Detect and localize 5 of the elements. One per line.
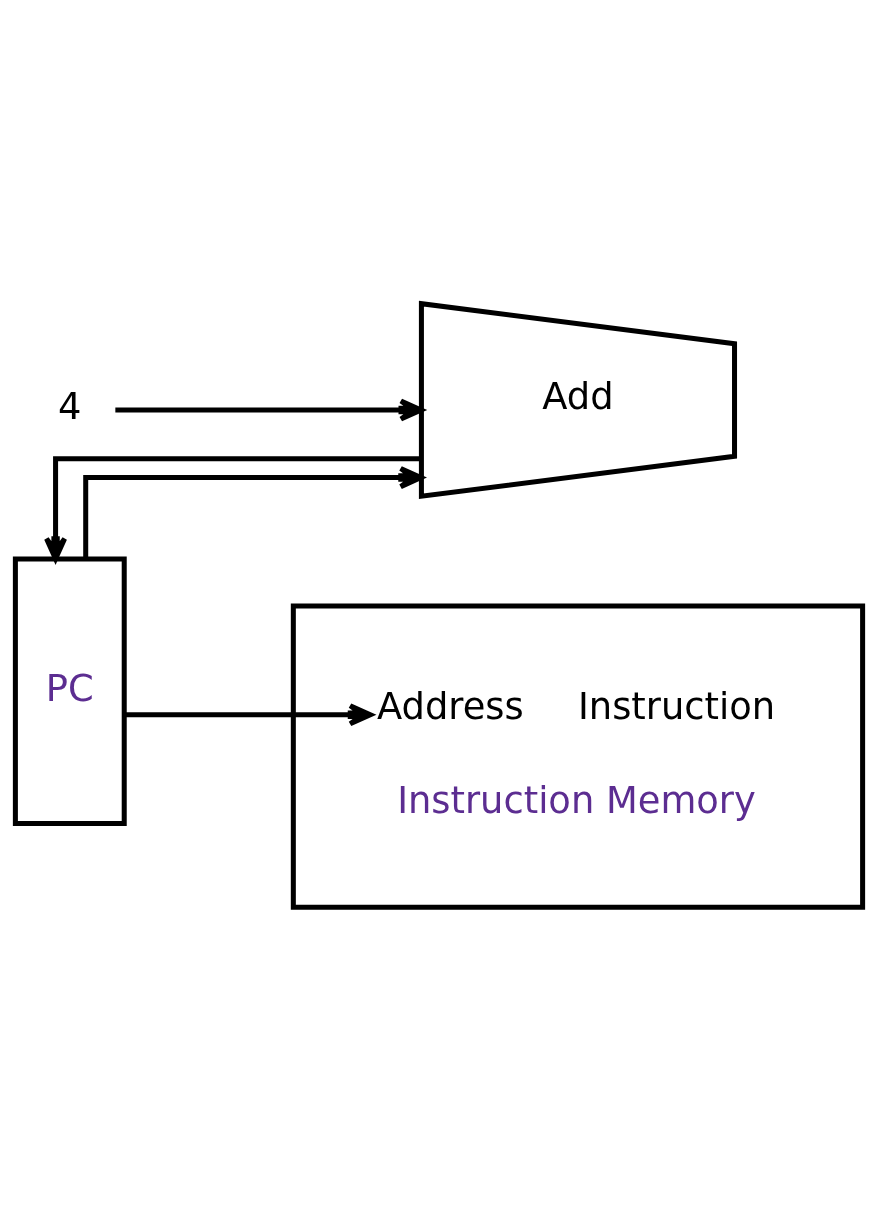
arrow — [115, 397, 424, 422]
node-box: Add — [418, 300, 738, 499]
node-box: PC — [12, 556, 127, 826]
node-text: 4 — [58, 384, 82, 428]
node-box: Address Instruction Instruction Memory — [290, 602, 866, 910]
